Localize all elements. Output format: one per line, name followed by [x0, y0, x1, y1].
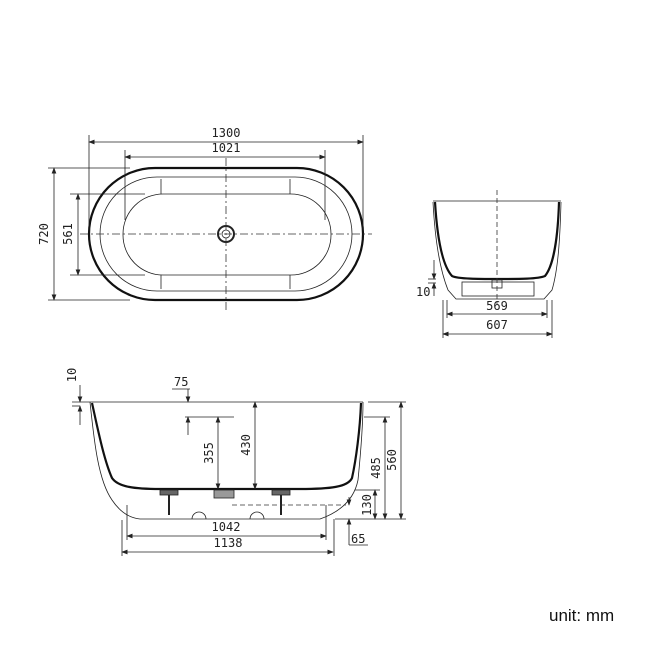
- dim-end-offset: 10: [416, 285, 430, 299]
- dim-overall-length: 1300: [212, 126, 241, 140]
- dim-inner-depth: 430: [239, 434, 253, 456]
- dim-base-length: 1042: [212, 520, 241, 534]
- dim-base-height: 130: [360, 494, 374, 516]
- end-view: 10 569 607: [416, 190, 562, 338]
- dim-rim-offset: 10: [65, 368, 79, 382]
- dim-overflow-height: 355: [202, 442, 216, 464]
- dim-end-overall-width: 607: [486, 318, 508, 332]
- top-view: 1300 1021 720 561: [37, 126, 372, 310]
- dim-overall-height: 560: [385, 449, 399, 471]
- dim-overflow-to-floor: 485: [369, 457, 383, 479]
- dim-overall-base-length: 1138: [214, 536, 243, 550]
- dim-end-base-width: 569: [486, 299, 508, 313]
- dim-inner-length: 1021: [212, 141, 241, 155]
- dim-overflow-offset: 75: [174, 375, 188, 389]
- tub-outline-side: [90, 402, 363, 491]
- dim-overall-width: 720: [37, 223, 51, 245]
- unit-label: unit: mm: [549, 606, 615, 625]
- side-view: 10 75 355 430 560 485 130 65 1042: [65, 368, 406, 556]
- dim-inner-width: 561: [61, 223, 75, 245]
- dim-foot-inset: 65: [351, 532, 365, 546]
